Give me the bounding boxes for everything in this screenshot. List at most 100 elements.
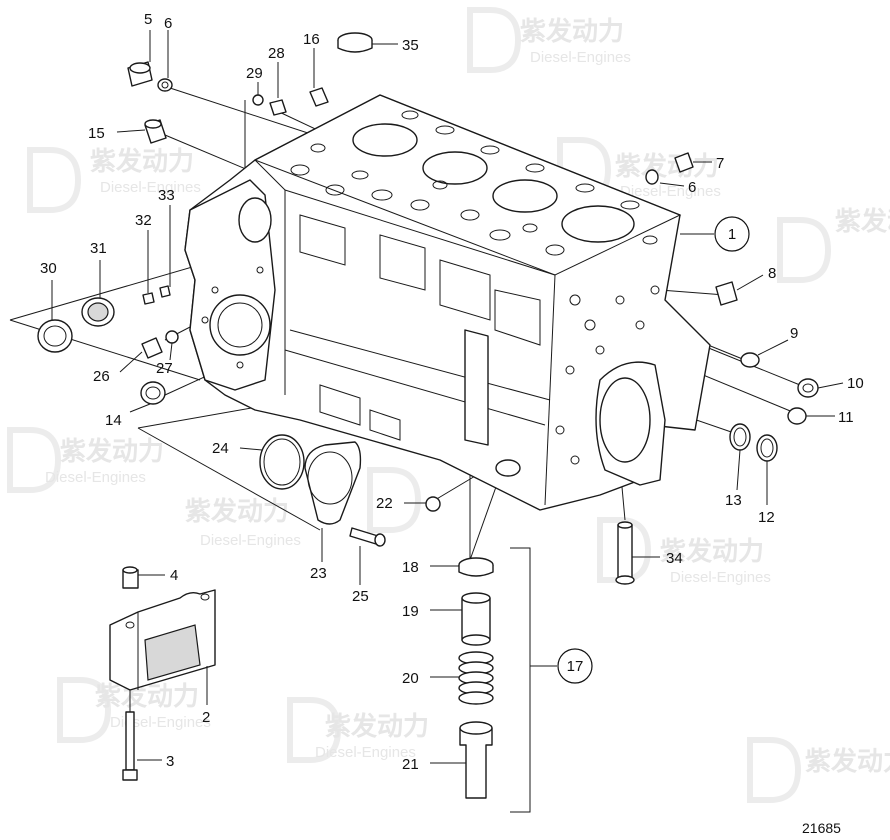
callout-21: 21 [402, 756, 419, 773]
callout-2: 2 [202, 709, 210, 726]
part-19-piston [461, 592, 491, 646]
callout-24: 24 [212, 440, 229, 457]
watermark-logo [777, 217, 832, 283]
part-18-seat [458, 557, 494, 577]
part-10-plug [797, 378, 819, 398]
part-30-ring [37, 319, 73, 353]
callout-1-circle: 1 [714, 216, 750, 252]
part-34-pin [615, 521, 635, 585]
watermark-brand-en: Diesel-Engines [315, 744, 416, 761]
part-3-bolt [122, 711, 138, 781]
watermark-brand-en: Diesel-Engines [110, 714, 211, 731]
callout-16: 16 [303, 31, 320, 48]
callout-3: 3 [166, 753, 174, 770]
part-23-cover [304, 441, 362, 525]
watermark-brand-cn: 紫发动力 [660, 536, 764, 566]
watermark-brand-cn: 紫发动力 [90, 146, 194, 176]
watermark-logo [287, 697, 342, 763]
watermark-logo [367, 467, 422, 533]
watermark-brand-cn: 紫发动力 [805, 746, 890, 776]
watermark-logo [747, 737, 802, 803]
part-26-plug [141, 337, 163, 359]
part-14-ring [140, 381, 166, 405]
part-31-cap [81, 297, 115, 327]
engine-block [184, 94, 711, 511]
callout-17: 17 [567, 658, 584, 675]
watermark-logo [467, 7, 522, 73]
callout-7: 7 [716, 155, 724, 172]
watermark-brand-cn: 紫发动力 [60, 436, 164, 466]
watermark-brand-cn: 紫发动力 [185, 496, 289, 526]
watermark-brand-en: Diesel-Engines [200, 532, 301, 549]
callout-labels: 5 6 28 29 16 35 15 7 6 1 8 9 10 11 13 12… [40, 11, 864, 773]
part-32-dowel [142, 292, 155, 305]
callout-33: 33 [158, 187, 175, 204]
figure-number: 21685 [802, 820, 841, 836]
callout-6a: 6 [164, 15, 172, 32]
watermark-logo [57, 677, 112, 743]
watermark-brand-cn: 紫发动力 [325, 711, 429, 741]
part-24-o-ring [259, 434, 305, 490]
watermark-brand-en: Diesel-Engines [530, 49, 631, 66]
callout-25: 25 [352, 588, 369, 605]
callout-8: 8 [768, 265, 776, 282]
callout-5: 5 [144, 11, 152, 28]
callout-20: 20 [402, 670, 419, 687]
watermark-brand-cn: 紫发动力 [95, 681, 199, 711]
part-2-bearing-cap [109, 589, 216, 691]
part-4-sleeve [122, 566, 139, 589]
watermark-brand-en: Diesel-Engines [670, 569, 771, 586]
watermark-brand-en: Diesel-Engines [100, 179, 201, 196]
part-28-screw [269, 99, 287, 116]
part-6b-washer [645, 169, 659, 185]
callout-10: 10 [847, 375, 864, 392]
callout-26: 26 [93, 368, 110, 385]
part-11-plug [787, 407, 807, 425]
callout-13: 13 [725, 492, 742, 509]
watermark-layer: 紫发动力 Diesel-Engines 紫发动力 Diesel-Engines … [7, 7, 890, 803]
callout-15: 15 [88, 125, 105, 142]
callout-1: 1 [728, 226, 736, 243]
watermark-brand-en: Diesel-Engines [620, 183, 721, 200]
watermark-logo [27, 147, 82, 213]
part-21-plug [459, 721, 493, 799]
part-22-washer [425, 496, 441, 512]
part-8-plug [715, 281, 738, 306]
part-25-bolt [349, 527, 386, 547]
part-27-washer [165, 330, 179, 344]
callout-29: 29 [246, 65, 263, 82]
callout-17-circle: 17 [557, 648, 593, 684]
part-35-seal-ring [337, 32, 373, 53]
part-29-washer [252, 94, 264, 106]
part-20-spring [458, 651, 494, 705]
part-12-bushing [756, 434, 778, 462]
callout-34: 34 [666, 550, 683, 567]
front-face-holes [555, 285, 660, 465]
deck-holes [290, 110, 658, 256]
callout-27: 27 [156, 360, 173, 377]
watermark-brand-cn: 紫发动力 [835, 206, 890, 236]
callout-18: 18 [402, 559, 419, 576]
part-16-plug [309, 87, 329, 107]
callout-30: 30 [40, 260, 57, 277]
callout-22: 22 [376, 495, 393, 512]
watermark-logo [7, 427, 62, 493]
part-7-plug [674, 152, 694, 173]
callout-31: 31 [90, 240, 107, 257]
callout-9: 9 [790, 325, 798, 342]
part-15-plug [144, 119, 167, 144]
watermark-brand-cn: 紫发动力 [520, 16, 624, 46]
callout-12: 12 [758, 509, 775, 526]
part-6-washer [157, 78, 173, 92]
watermark-brand-cn: 紫发动力 [615, 151, 719, 181]
callout-6b: 6 [688, 179, 696, 196]
part-9-sleeve [740, 352, 760, 368]
callout-stubs [51, 30, 844, 813]
part-13-bushing [729, 423, 751, 451]
callout-28: 28 [268, 45, 285, 62]
watermark-brand-en: Diesel-Engines [45, 469, 146, 486]
callout-4: 4 [170, 567, 178, 584]
callout-19: 19 [402, 603, 419, 620]
part-33-dowel [159, 285, 171, 298]
